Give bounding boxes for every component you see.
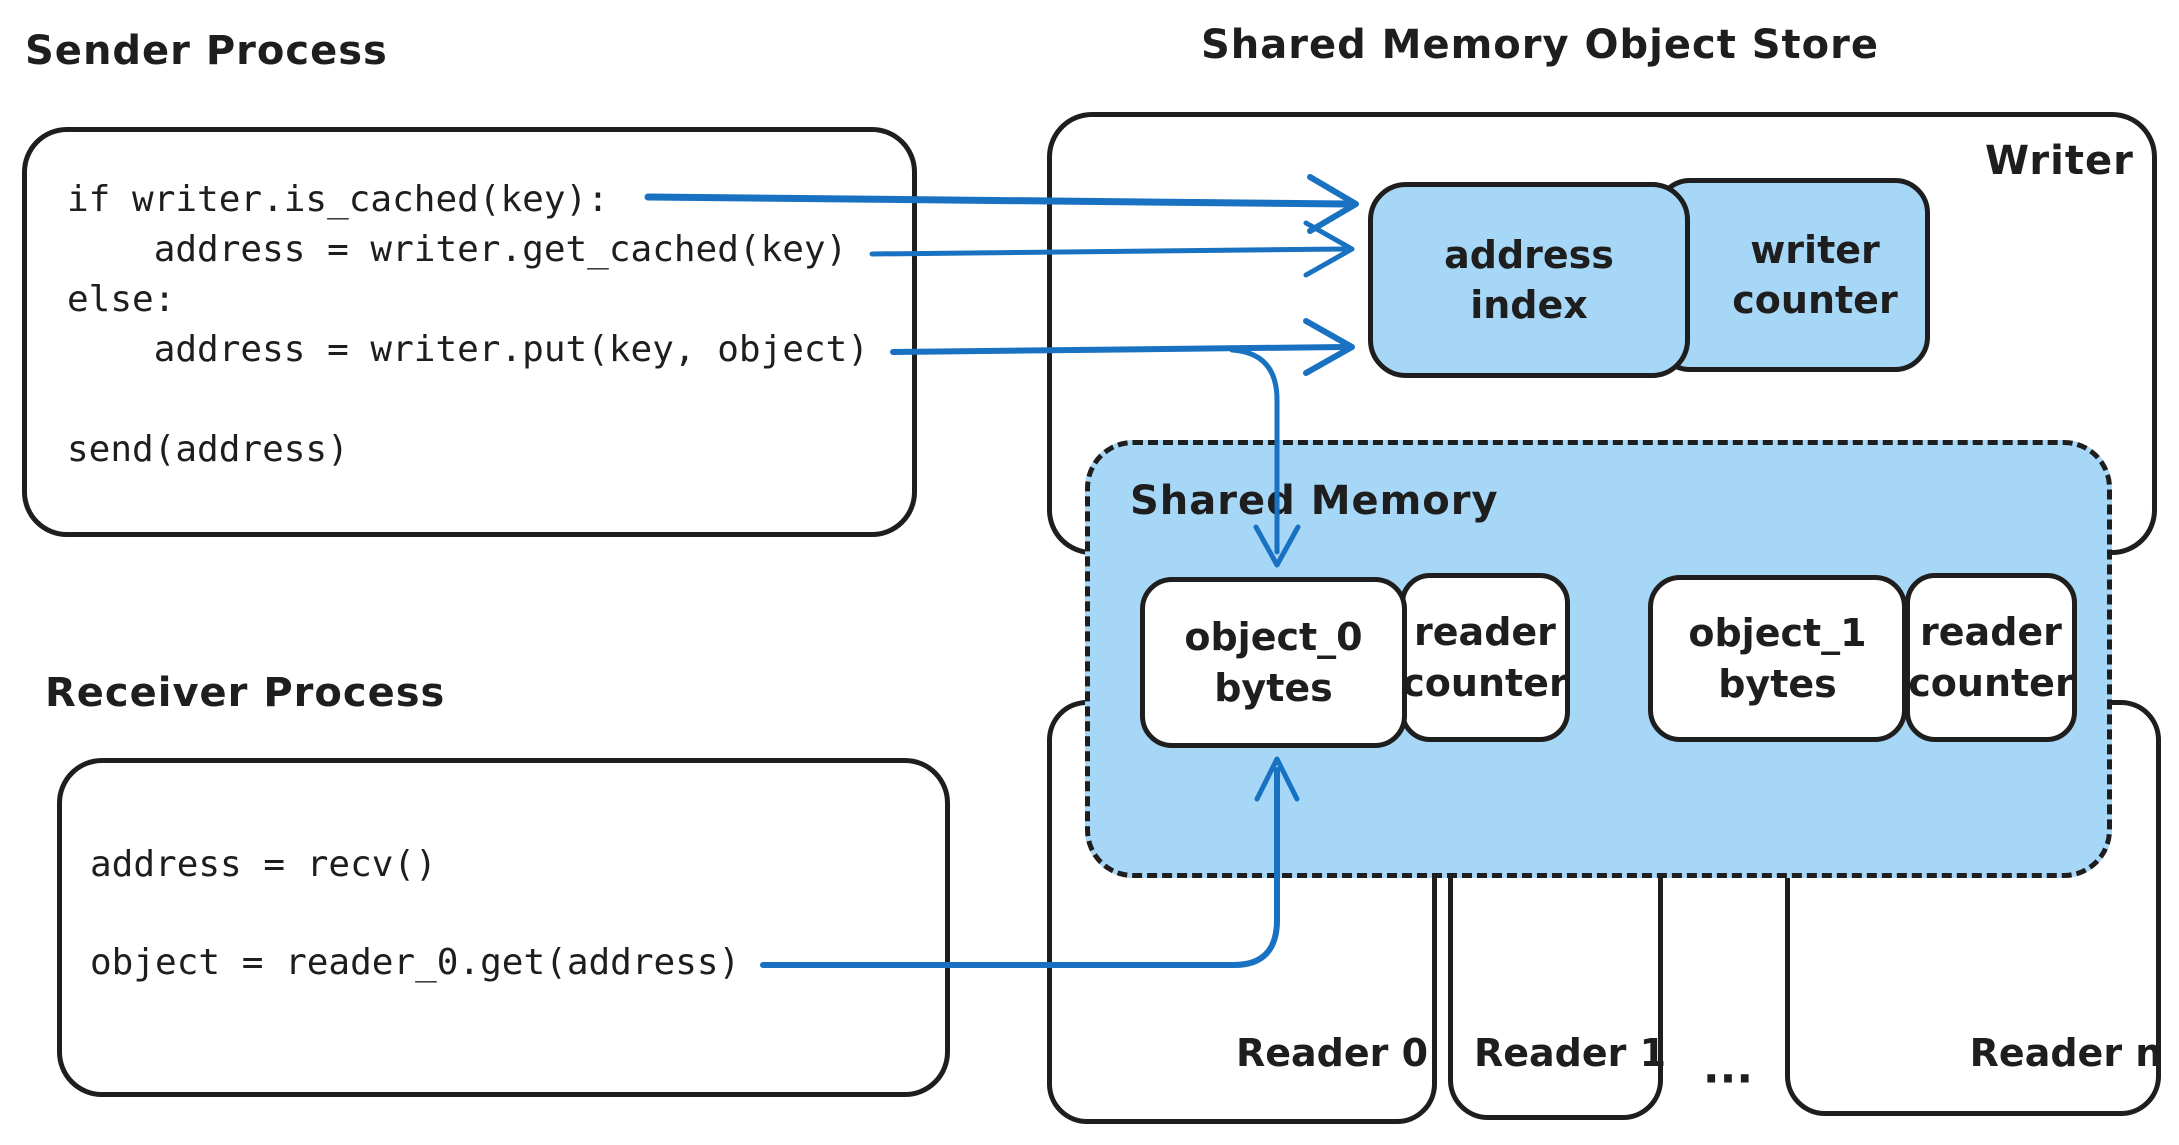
object-0-box [1140, 577, 1407, 748]
sender-code: if writer.is_cached(key): address = writ… [67, 179, 869, 470]
receiver-code: address = recv() object = reader_0.get(a… [90, 844, 741, 983]
reader-counter-0-label: reader counter [1402, 610, 1568, 705]
reader-0-label: Reader 0 [1235, 1031, 1429, 1075]
sender-process-title: Sender Process [25, 28, 388, 74]
address-index-label: address index [1444, 232, 1614, 327]
address-index-box [1368, 182, 1690, 378]
reader-counter-1-box [1905, 573, 2077, 742]
object-1-box [1648, 575, 1907, 742]
reader-n-label: Reader n [1969, 1031, 2163, 1075]
writer-label: Writer [1985, 138, 2134, 184]
shared-memory-label: Shared Memory [1130, 478, 1499, 524]
receiver-process-title: Receiver Process [45, 670, 446, 716]
writer-counter-label: writer counter [1732, 227, 1898, 322]
reader-1-label: Reader 1 [1473, 1031, 1667, 1075]
reader-counter-0-box [1400, 573, 1570, 742]
readers-ellipsis: ... [1702, 1042, 1754, 1094]
shared-memory-object-store-title: Shared Memory Object Store [1200, 22, 1880, 68]
object-0-label: object_0 bytes [1184, 615, 1363, 710]
reader-counter-1-label: reader counter [1908, 610, 2074, 705]
object-1-label: object_1 bytes [1688, 611, 1867, 706]
